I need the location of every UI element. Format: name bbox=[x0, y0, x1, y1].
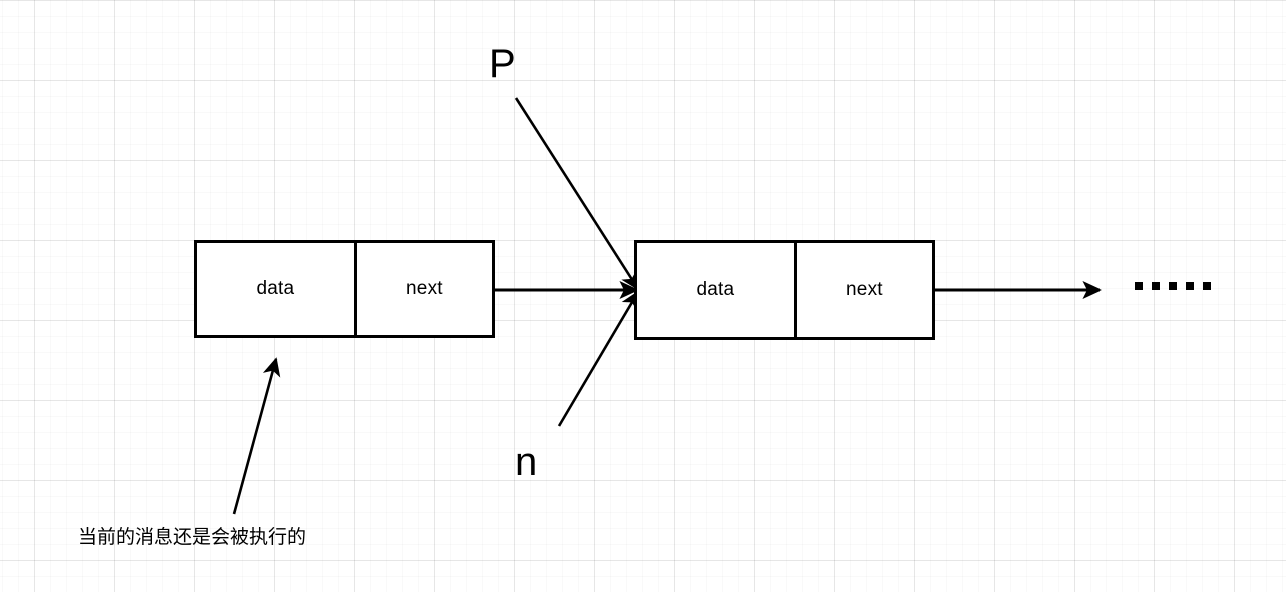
ellipsis-dot bbox=[1169, 282, 1177, 290]
list-node-2: data next bbox=[634, 240, 935, 340]
edge-annotation-to-node1 bbox=[232, 357, 281, 515]
edge-pointer-p-to-node2 bbox=[514, 97, 640, 291]
list-node-2-data-label: data bbox=[696, 279, 735, 300]
annotation-note: 当前的消息还是会被执行的 bbox=[78, 527, 307, 548]
trailing-ellipsis-icon bbox=[1135, 282, 1211, 290]
list-node-1-data-cell: data bbox=[197, 243, 354, 335]
ellipsis-dot bbox=[1152, 282, 1160, 290]
list-node-2-next-cell: next bbox=[793, 243, 932, 337]
list-node-2-data-cell: data bbox=[637, 243, 794, 337]
list-node-1-data-label: data bbox=[256, 278, 295, 299]
ellipsis-dot bbox=[1203, 282, 1211, 290]
ellipsis-dot bbox=[1135, 282, 1143, 290]
pointer-label-n: n bbox=[515, 440, 538, 484]
pointer-label-p: P bbox=[489, 42, 516, 86]
ellipsis-dot bbox=[1186, 282, 1194, 290]
list-node-1: data next bbox=[194, 240, 495, 338]
edge-pointer-n-to-node2 bbox=[557, 290, 640, 427]
list-node-1-next-label: next bbox=[406, 278, 443, 299]
list-node-1-next-cell: next bbox=[353, 243, 492, 335]
list-node-2-next-label: next bbox=[846, 279, 883, 300]
